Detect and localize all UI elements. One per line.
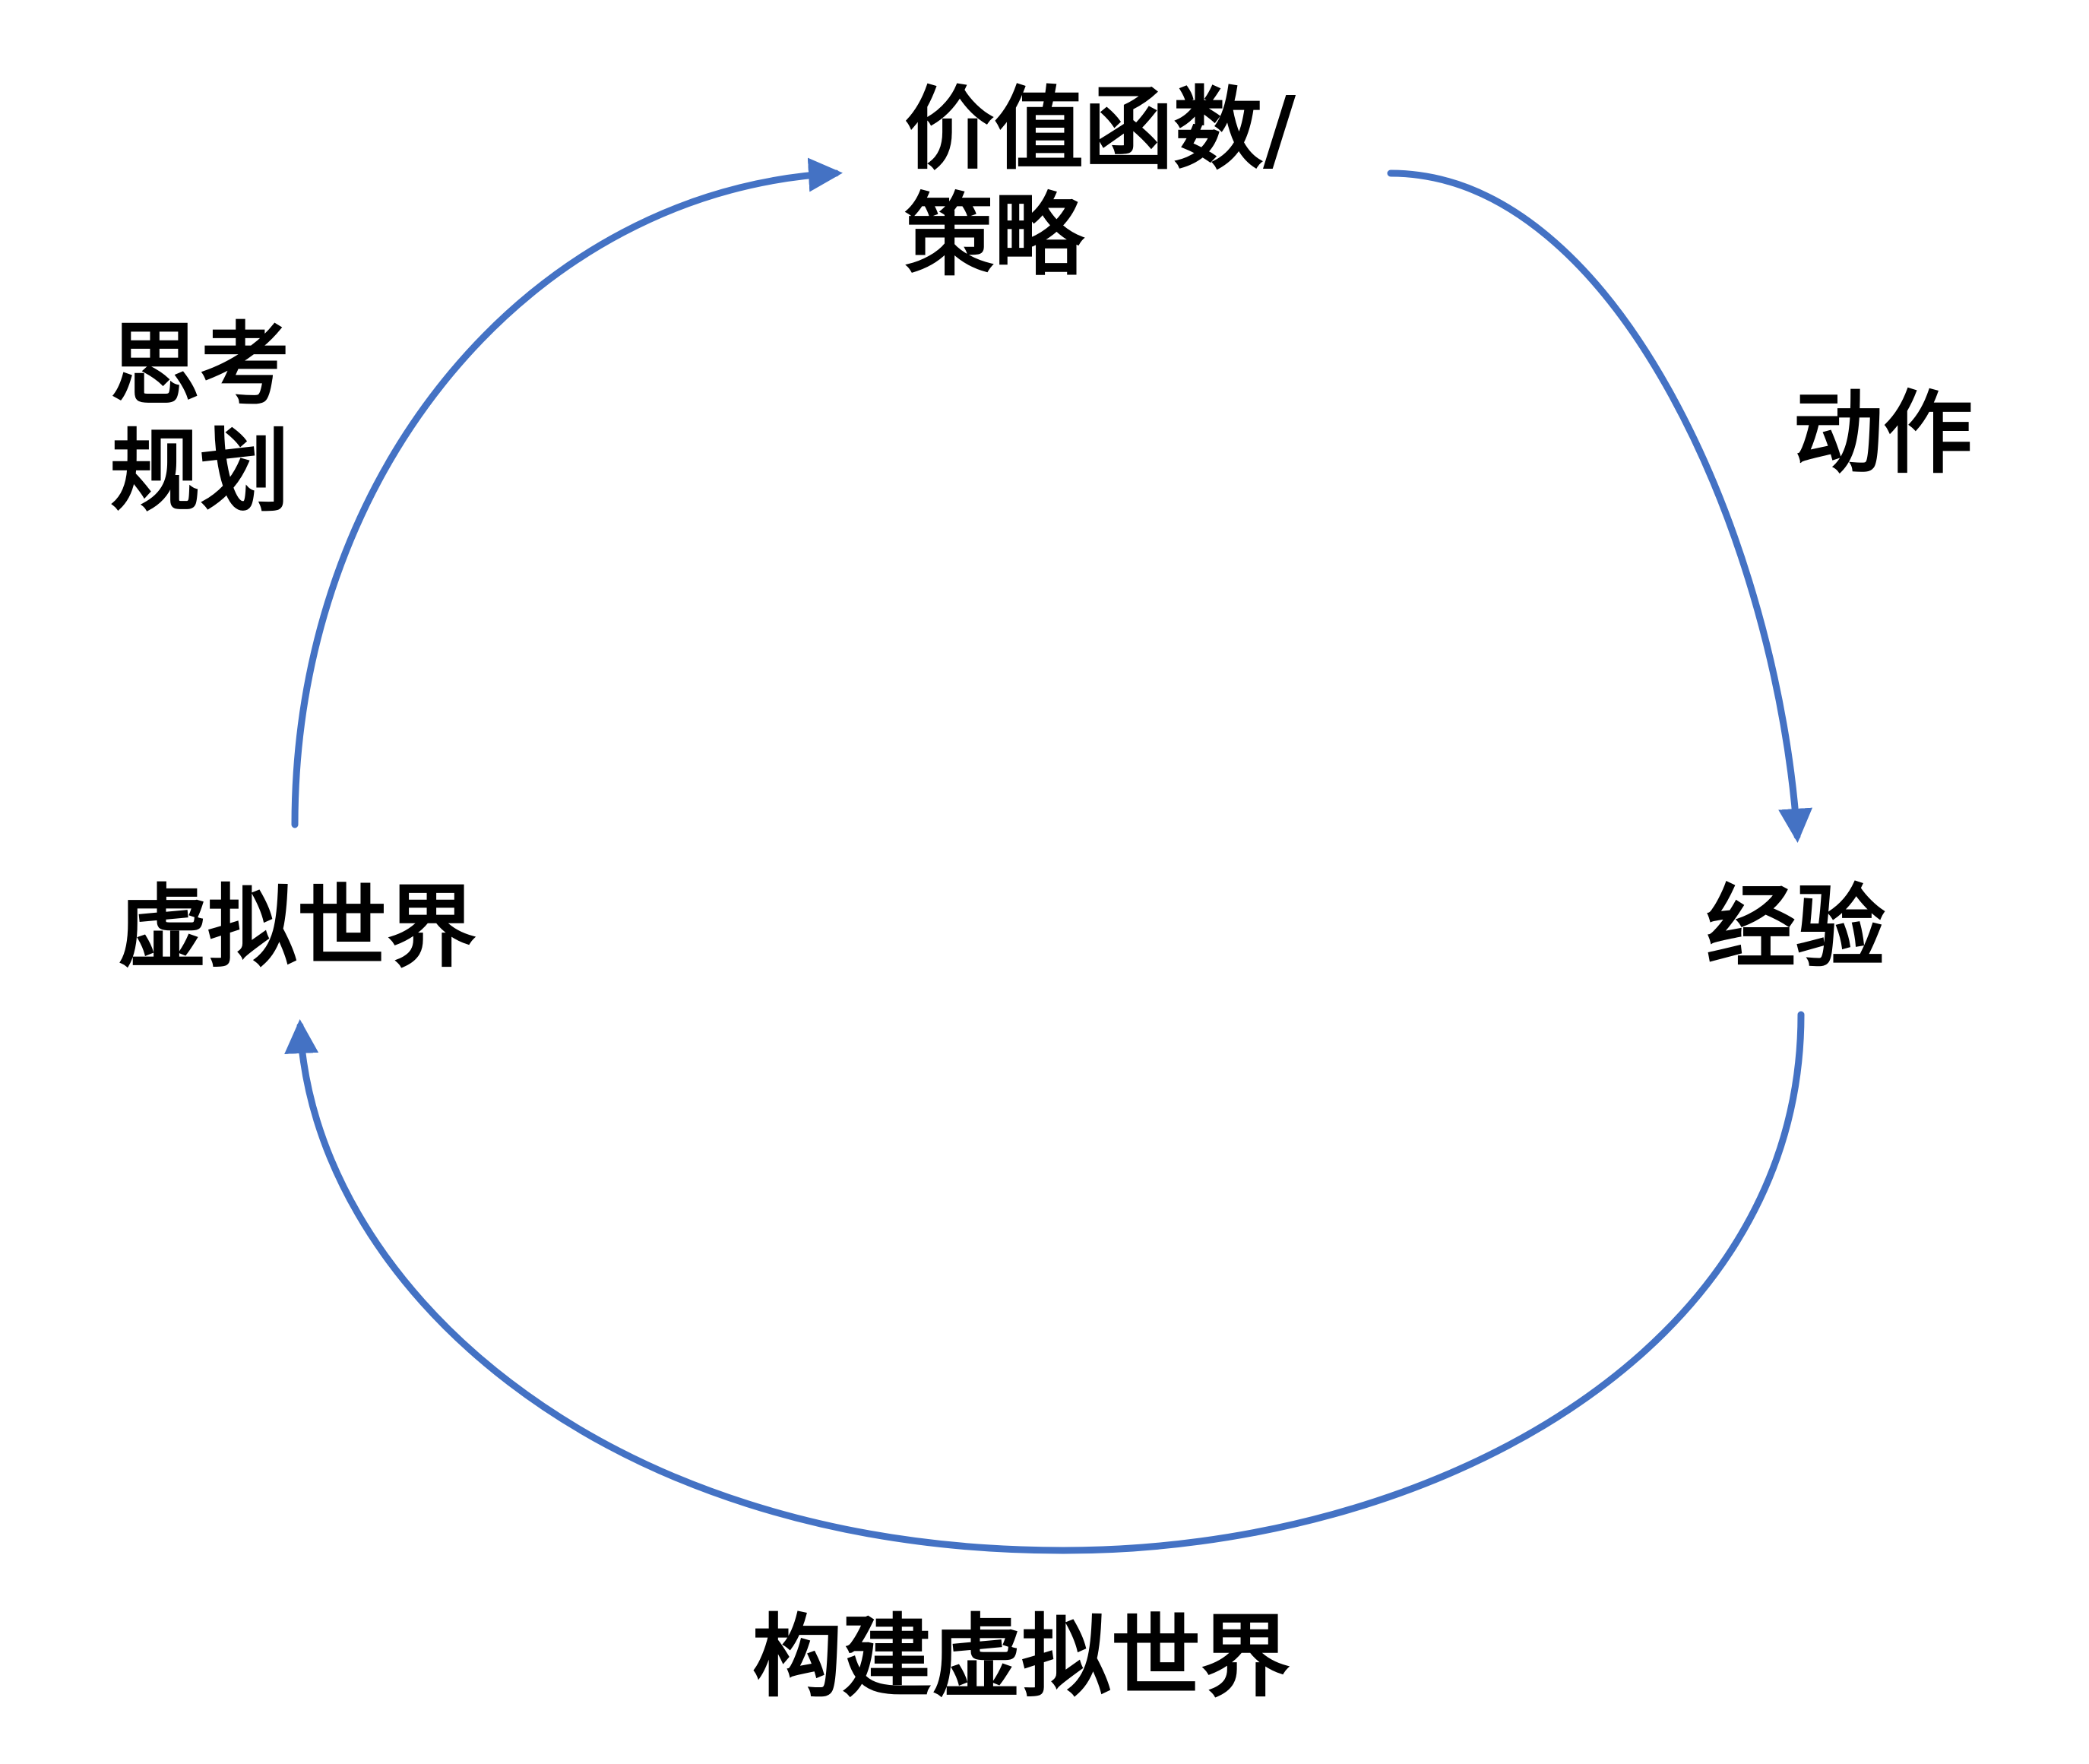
arrow-action (1387, 169, 1813, 843)
edge-label-build-virtual-world: 构建虚拟世界 (752, 1604, 1290, 1710)
node-experience-label: 经验 (1706, 874, 1886, 980)
edge-action-text: 动作 (1793, 380, 1973, 486)
edge-planning-line2: 规划 (110, 418, 290, 524)
node-policy-line1: 价值函数/ (904, 76, 1296, 182)
node-experience: 经验 (1706, 874, 1885, 980)
arrow-planning (291, 157, 843, 828)
arrow-build-virtual-world (284, 1011, 1805, 1554)
node-virtual-world: 虚拟世界 (118, 874, 476, 980)
edge-label-action: 动作 (1793, 380, 1973, 486)
node-policy-line2: 策略 (904, 182, 1084, 288)
node-virtual-world-label: 虚拟世界 (118, 874, 477, 980)
edge-planning-line1: 思考 (110, 312, 290, 417)
node-policy: 价值函数/ 策略 (904, 76, 1296, 289)
edge-build-text: 构建虚拟世界 (752, 1604, 1291, 1709)
edge-label-planning: 思考 规划 (110, 312, 290, 524)
